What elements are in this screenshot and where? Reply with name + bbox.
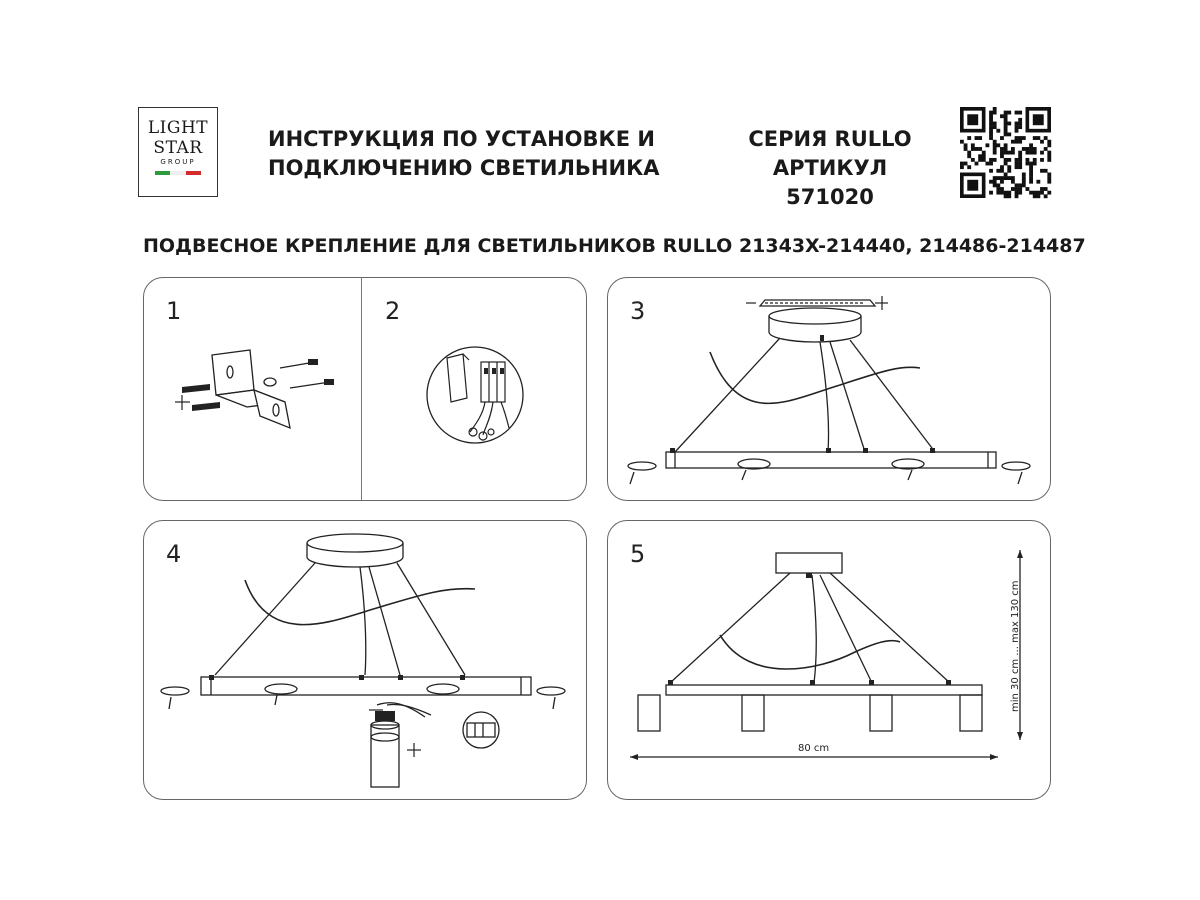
step-5-illustration: 80 cm min 30 cm ... max 130 cm <box>630 550 1023 760</box>
brand-logo: LIGHT STAR GROUP <box>138 107 218 197</box>
step-2-illustration <box>426 346 524 444</box>
title-line-1: ИНСТРУКЦИЯ ПО УСТАНОВКЕ И <box>268 127 655 151</box>
step-number-5: 5 <box>630 540 646 568</box>
mount-subtitle: ПОДВЕСНОЕ КРЕПЛЕНИЕ ДЛЯ СВЕТИЛЬНИКОВ RUL… <box>143 235 1086 257</box>
step-3-illustration <box>627 296 1031 485</box>
logo-line-2: STAR <box>153 138 203 158</box>
step-number-2: 2 <box>385 297 401 325</box>
step-1-illustration <box>175 349 334 430</box>
step-number-4: 4 <box>166 540 182 568</box>
italian-flag-icon <box>155 171 201 175</box>
width-dimension-label: 80 cm <box>798 743 829 754</box>
step-number-3: 3 <box>630 297 646 325</box>
title-line-2: ПОДКЛЮЧЕНИЮ СВЕТИЛЬНИКА <box>268 156 660 180</box>
article-label: АРТИКУЛ 571020 <box>772 156 888 209</box>
logo-line-3: GROUP <box>160 158 196 166</box>
qr-code-icon <box>960 107 1052 199</box>
panel-step-4 <box>143 520 587 800</box>
panel-step-5 <box>607 520 1051 800</box>
height-dimension-label: min 30 cm ... max 130 cm <box>1010 580 1021 712</box>
panel-step-3 <box>607 277 1051 501</box>
document-title: ИНСТРУКЦИЯ ПО УСТАНОВКЕ И ПОДКЛЮЧЕНИЮ СВ… <box>268 125 660 183</box>
step-4-illustration <box>160 533 566 788</box>
series-block: СЕРИЯ RULLO АРТИКУЛ 571020 <box>730 125 930 212</box>
step-number-1: 1 <box>166 297 182 325</box>
panel-steps-1-2 <box>143 277 587 501</box>
logo-line-1: LIGHT <box>147 118 209 138</box>
panel-divider <box>361 277 362 501</box>
series-label: СЕРИЯ RULLO <box>748 127 912 151</box>
